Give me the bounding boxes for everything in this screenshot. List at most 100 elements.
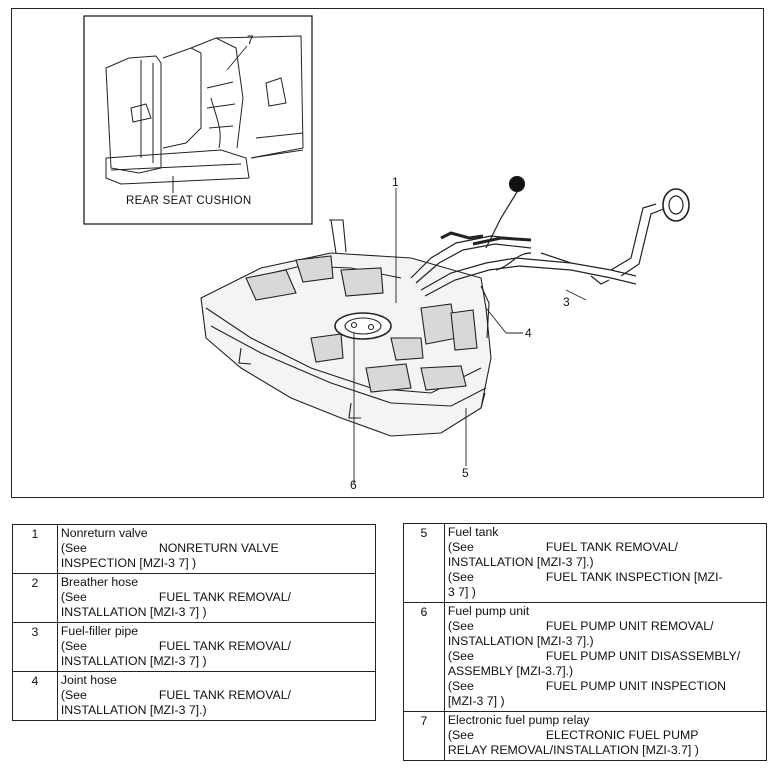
see-reference-label: (See: [447, 649, 474, 663]
callout-1: 1: [392, 175, 399, 189]
callout-5: 5: [462, 466, 469, 480]
legend-line: 3 7] ): [448, 585, 763, 600]
legend-line-text: INSTALLATION [MZI-3 7].): [447, 555, 594, 569]
legend-line: Fuel pump unit: [448, 604, 763, 619]
legend-line-text: [MZI-3 7] ): [447, 694, 505, 708]
legend-line-text: FUEL TANK INSPECTION [MZI-: [545, 570, 723, 584]
legend-line: ASSEMBLY [MZI-3.7].): [448, 664, 763, 679]
see-reference-label: (See: [447, 570, 474, 584]
legend-line-text: FUEL PUMP UNIT REMOVAL/: [545, 619, 714, 633]
inset-callout-7: 7: [247, 33, 254, 47]
legend-line: Breather hose: [61, 575, 372, 590]
legend-description: Breather hose(See FUEL TANK REMOVAL/INSTA…: [56, 573, 377, 623]
legend-line: Joint hose: [61, 673, 372, 688]
legend-line: INSTALLATION [MZI-3 7] ): [61, 605, 372, 620]
diagram-frame: [11, 8, 764, 498]
legend-line-text: Breather hose: [60, 575, 139, 589]
legend-line-text: 3 7] ): [447, 585, 476, 599]
see-reference-label: (See: [447, 728, 474, 742]
inset-rear-seat: 7 REAR SEAT CUSHION: [83, 15, 313, 225]
fuel-tank-drawing: [200, 219, 492, 437]
legend-line-text: Joint hose: [60, 673, 117, 687]
see-reference-label: (See: [60, 590, 87, 604]
legend-line-text: INSTALLATION [MZI-3 7] ): [60, 654, 207, 668]
see-reference-label: (See: [60, 639, 87, 653]
legend-line: Fuel-filler pipe: [61, 624, 372, 639]
legend-line-text: FUEL PUMP UNIT INSPECTION: [545, 679, 727, 693]
legend-line-text: FUEL TANK REMOVAL/: [158, 688, 291, 702]
legend-line-text: NONRETURN VALVE: [158, 541, 279, 555]
legend-line: (See FUEL TANK REMOVAL/: [448, 540, 763, 555]
legend-line: (See FUEL TANK REMOVAL/: [61, 688, 372, 703]
legend-line: (See FUEL PUMP UNIT INSPECTION: [448, 679, 763, 694]
legend-number: 5: [403, 523, 445, 603]
legend-line-text: Fuel tank: [447, 525, 499, 539]
legend-number: 3: [12, 622, 58, 672]
see-reference-label: (See: [447, 679, 474, 693]
callout-3: 3: [563, 295, 570, 309]
legend-line: (See FUEL TANK REMOVAL/: [61, 639, 372, 654]
legend-line: INSTALLATION [MZI-3 7].): [61, 703, 372, 718]
legend-line: (See NONRETURN VALVE: [61, 541, 372, 556]
legend-line: INSTALLATION [MZI-3 7].): [448, 634, 763, 649]
legend-line: (See ELECTRONIC FUEL PUMP: [448, 728, 763, 743]
filler-pipe-drawing: [410, 175, 690, 297]
legend-line: INSPECTION [MZI-3 7] ): [61, 556, 372, 571]
legend-line-text: Nonreturn valve: [60, 526, 148, 540]
legend-number: 7: [403, 711, 445, 761]
legend-line-text: ASSEMBLY [MZI-3.7].): [447, 664, 574, 678]
legend-line-text: INSTALLATION [MZI-3 7].): [60, 703, 207, 717]
legend-line: [MZI-3 7] ): [448, 694, 763, 709]
legend-description: Electronic fuel pump relay(See ELECTRONIC…: [443, 711, 768, 761]
see-reference-label: (See: [60, 688, 87, 702]
legend-line: INSTALLATION [MZI-3 7].): [448, 555, 763, 570]
legend-number: 4: [12, 671, 58, 721]
legend-line-text: FUEL TANK REMOVAL/: [545, 540, 678, 554]
legend-line: (See FUEL PUMP UNIT REMOVAL/: [448, 619, 763, 634]
legend-line-text: FUEL TANK REMOVAL/: [158, 590, 291, 604]
inset-label: REAR SEAT CUSHION: [126, 195, 251, 207]
legend-number: 1: [12, 524, 58, 574]
see-reference-label: (See: [447, 540, 474, 554]
legend-line-text: Electronic fuel pump relay: [447, 713, 590, 727]
legend-line: Fuel tank: [448, 525, 763, 540]
legend-line-text: INSPECTION [MZI-3 7] ): [60, 556, 197, 570]
legend-number: 2: [12, 573, 58, 623]
legend-line-text: Fuel pump unit: [447, 604, 530, 618]
legend-line-text: Fuel-filler pipe: [60, 624, 139, 638]
legend-line: INSTALLATION [MZI-3 7] ): [61, 654, 372, 669]
callout-4: 4: [525, 326, 532, 340]
legend-line: (See FUEL TANK INSPECTION [MZI-: [448, 570, 763, 585]
fuel-system-diagram: 7 REAR SEAT CUSHION: [83, 15, 690, 492]
legend-line: (See FUEL TANK REMOVAL/: [61, 590, 372, 605]
legend-description: Fuel-filler pipe(See FUEL TANK REMOVAL/IN…: [56, 622, 377, 672]
legend-line: RELAY REMOVAL/INSTALLATION [MZI-3.7] ): [448, 743, 763, 758]
legend-line-text: INSTALLATION [MZI-3 7].): [447, 634, 594, 648]
legend-number: 6: [403, 602, 445, 712]
legend-line: Electronic fuel pump relay: [448, 713, 763, 728]
see-reference-label: (See: [60, 541, 87, 555]
legend-line: (See FUEL PUMP UNIT DISASSEMBLY/: [448, 649, 763, 664]
legend-line-text: ELECTRONIC FUEL PUMP: [545, 728, 699, 742]
legend-description: Joint hose(See FUEL TANK REMOVAL/INSTALLA…: [56, 671, 377, 721]
legend-line-text: INSTALLATION [MZI-3 7] ): [60, 605, 207, 619]
leader-lines: [353, 188, 587, 484]
callout-6: 6: [350, 478, 357, 492]
legend-line-text: FUEL PUMP UNIT DISASSEMBLY/: [545, 649, 741, 663]
see-reference-label: (See: [447, 619, 474, 633]
legend-line: Nonreturn valve: [61, 526, 372, 541]
legend-line-text: RELAY REMOVAL/INSTALLATION [MZI-3.7] ): [447, 743, 699, 757]
legend-line-text: FUEL TANK REMOVAL/: [158, 639, 291, 653]
